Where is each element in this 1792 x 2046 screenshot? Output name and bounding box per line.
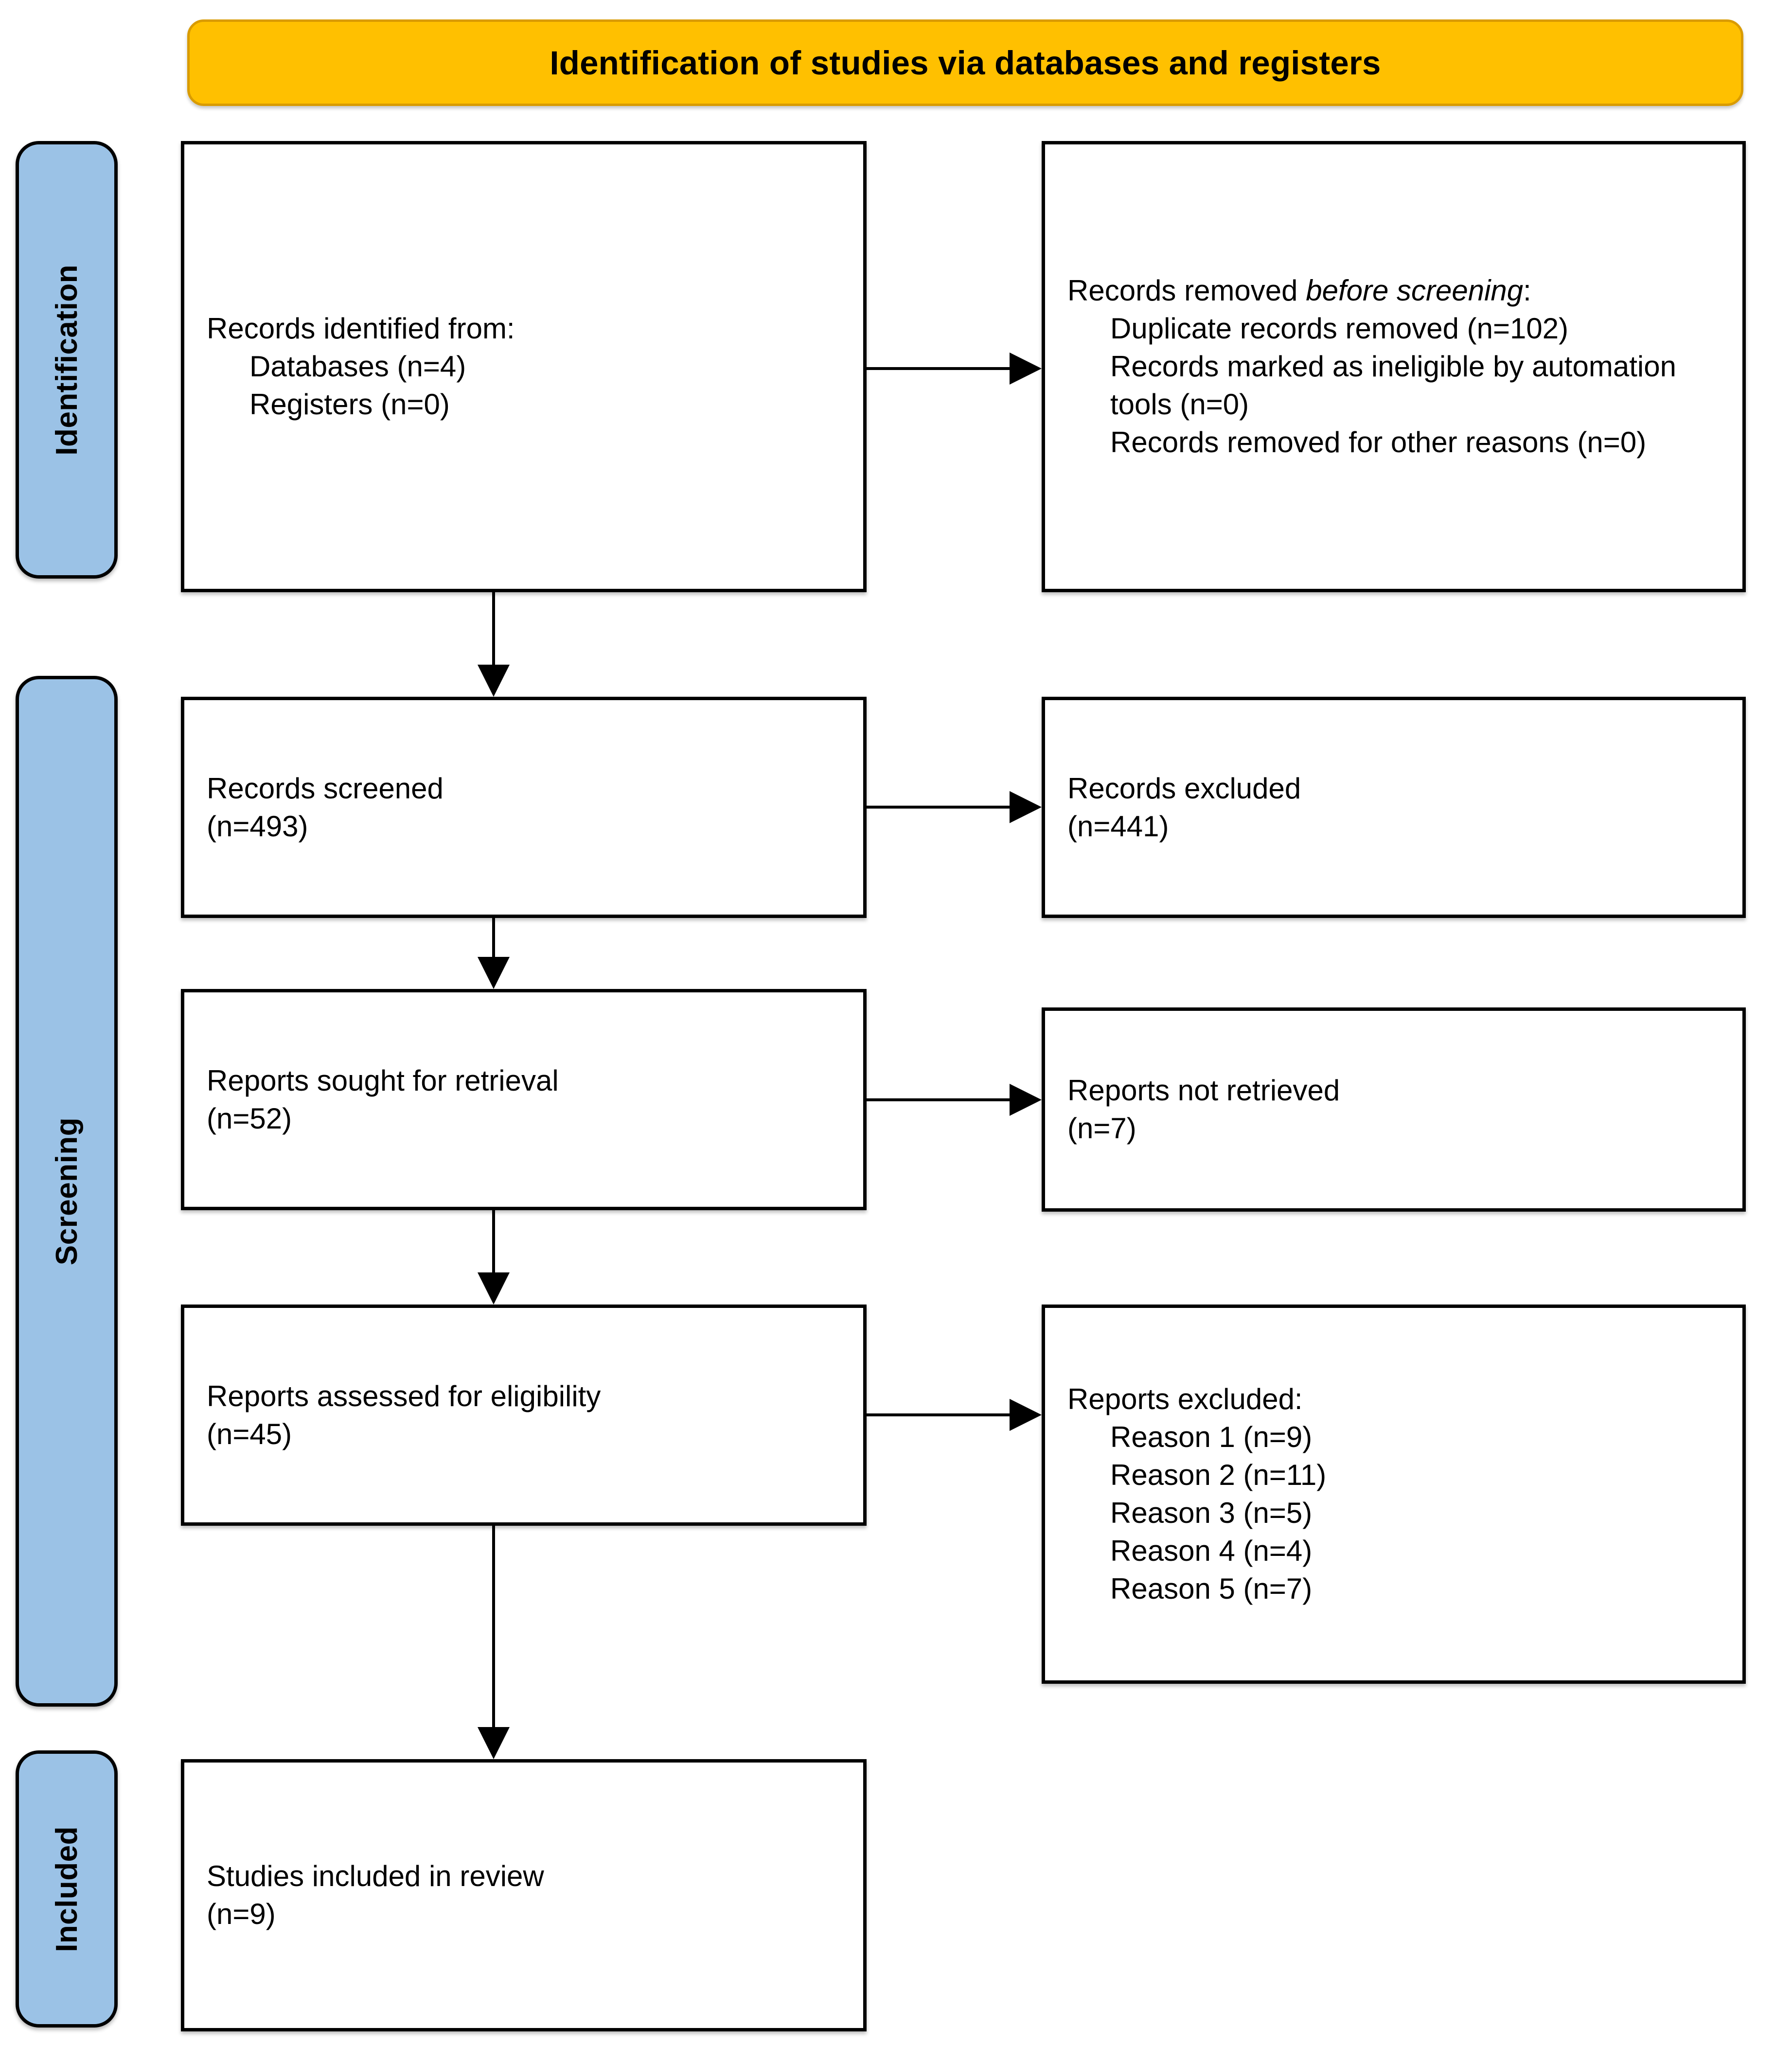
- stage-label-included-text: Included: [50, 1826, 84, 1952]
- reports-assessed-label: Reports assessed for eligibility: [207, 1379, 601, 1412]
- diagram-header-banner: Identification of studies via databases …: [187, 19, 1743, 106]
- reports-excluded-reason-2: Reason 2 (n=11): [1110, 1459, 1327, 1491]
- arrow-head-down-icon: [478, 665, 510, 697]
- arrow-shaft: [492, 1526, 495, 1728]
- box-studies-included-in-review: Studies included in review (n=9): [181, 1759, 867, 2031]
- records-identified-heading: Records identified from:: [207, 312, 515, 345]
- box-reports-not-retrieved: Reports not retrieved (n=7): [1042, 1007, 1746, 1212]
- reports-not-retrieved-label: Reports not retrieved: [1067, 1074, 1340, 1107]
- box-reports-sought-for-retrieval: Reports sought for retrieval (n=52): [181, 989, 867, 1210]
- box-records-excluded: Records excluded (n=441): [1042, 697, 1746, 918]
- reports-assessed-count: (n=45): [207, 1417, 292, 1450]
- records-identified-databases: Databases (n=4): [249, 350, 466, 383]
- diagram-title: Identification of studies via databases …: [550, 44, 1381, 82]
- records-removed-heading-prefix: Records removed: [1067, 274, 1306, 307]
- reports-excluded-reason-5: Reason 5 (n=7): [1110, 1572, 1313, 1605]
- records-removed-other: Records removed for other reasons (n=0): [1110, 426, 1647, 459]
- stage-label-identification: Identification: [16, 141, 118, 579]
- box-reports-excluded: Reports excluded: Reason 1 (n=9) Reason …: [1042, 1305, 1746, 1684]
- studies-included-label: Studies included in review: [207, 1860, 544, 1892]
- records-removed-heading-suffix: :: [1523, 274, 1531, 307]
- reports-excluded-reason-3: Reason 3 (n=5): [1110, 1497, 1313, 1529]
- stage-label-screening-text: Screening: [50, 1117, 84, 1266]
- arrow-shaft: [867, 1413, 1012, 1416]
- stage-label-screening: Screening: [16, 676, 118, 1707]
- arrow-head-right-icon: [1010, 791, 1042, 823]
- reports-sought-count: (n=52): [207, 1102, 292, 1135]
- records-screened-label: Records screened: [207, 772, 444, 805]
- records-screened-count: (n=493): [207, 810, 308, 843]
- records-removed-duplicates: Duplicate records removed (n=102): [1110, 312, 1569, 345]
- box-records-identified: Records identified from: Databases (n=4)…: [181, 141, 867, 592]
- records-excluded-label: Records excluded: [1067, 772, 1301, 805]
- records-removed-heading-italic: before screening: [1306, 274, 1524, 307]
- records-excluded-count: (n=441): [1067, 810, 1169, 843]
- reports-excluded-reason-4: Reason 4 (n=4): [1110, 1534, 1313, 1567]
- arrow-head-right-icon: [1010, 1084, 1042, 1116]
- stage-label-identification-text: Identification: [50, 264, 84, 456]
- records-removed-automation: Records marked as ineligible by automati…: [1110, 350, 1676, 421]
- reports-excluded-reason-1: Reason 1 (n=9): [1110, 1421, 1313, 1453]
- stage-label-included: Included: [16, 1750, 118, 2028]
- records-identified-registers: Registers (n=0): [249, 388, 450, 421]
- arrow-shaft: [867, 367, 1012, 370]
- box-records-screened: Records screened (n=493): [181, 697, 867, 918]
- arrow-head-down-icon: [478, 1727, 510, 1759]
- arrow-head-down-icon: [478, 1272, 510, 1305]
- studies-included-count: (n=9): [207, 1898, 276, 1930]
- records-removed-heading: Records removed before screening:: [1067, 272, 1720, 310]
- arrow-shaft: [492, 918, 495, 959]
- arrow-shaft: [867, 806, 1012, 809]
- reports-not-retrieved-count: (n=7): [1067, 1112, 1136, 1145]
- arrow-head-right-icon: [1010, 353, 1042, 385]
- arrow-shaft: [492, 1210, 495, 1273]
- arrow-shaft: [867, 1098, 1012, 1101]
- arrow-head-right-icon: [1010, 1399, 1042, 1431]
- box-reports-assessed-for-eligibility: Reports assessed for eligibility (n=45): [181, 1305, 867, 1526]
- arrow-head-down-icon: [478, 957, 510, 989]
- box-records-removed-before-screening: Records removed before screening: Duplic…: [1042, 141, 1746, 592]
- arrow-shaft: [492, 592, 495, 666]
- reports-excluded-heading: Reports excluded:: [1067, 1383, 1303, 1415]
- reports-sought-label: Reports sought for retrieval: [207, 1064, 559, 1097]
